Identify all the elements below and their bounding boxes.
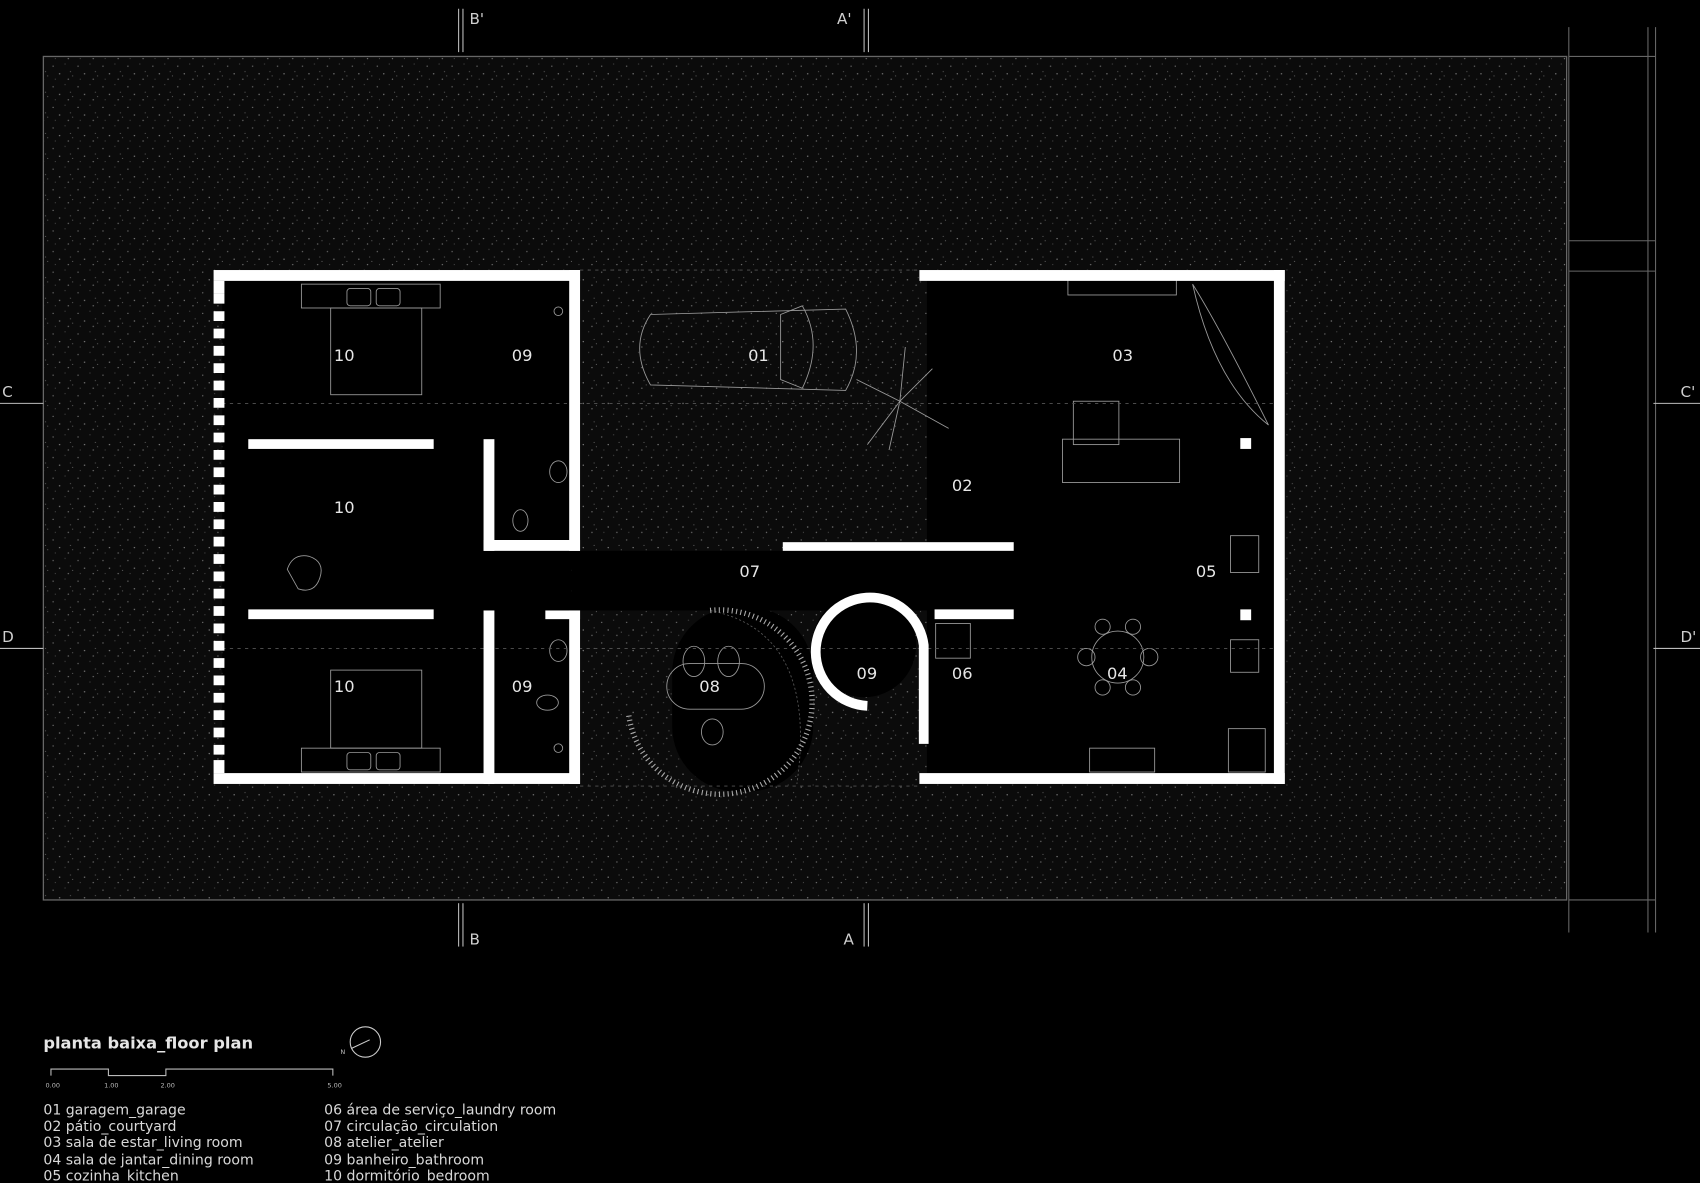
scale-tick-2: 2.00 bbox=[160, 1082, 174, 1090]
room-label-bath-bottom: 09 bbox=[512, 677, 533, 696]
section-label-b: B bbox=[469, 930, 479, 948]
legend-item: 03 sala de estar_living room bbox=[43, 1135, 242, 1151]
room-label-bed-top: 10 bbox=[334, 346, 355, 365]
adjacent-lot-lines bbox=[1568, 27, 1657, 933]
room-label-bath-top: 09 bbox=[512, 346, 533, 365]
section-label-c: C bbox=[2, 383, 13, 401]
plan-title: planta baixa_floor plan bbox=[43, 1033, 253, 1052]
guide-lines bbox=[222, 269, 1280, 787]
legend-item: 08 atelier_atelier bbox=[324, 1135, 444, 1151]
section-label-d: D bbox=[2, 628, 14, 646]
legend-right: 06 área de serviço_laundry room 07 circu… bbox=[324, 1103, 556, 1183]
room-label-bath-round: 09 bbox=[857, 664, 878, 683]
section-label-d-prime: D' bbox=[1680, 628, 1696, 646]
section-label-b-prime: B' bbox=[469, 10, 484, 28]
legend-item: 07 circulação_circulation bbox=[324, 1119, 498, 1135]
north-arrow-icon bbox=[349, 1026, 382, 1058]
north-label: N bbox=[340, 1048, 345, 1056]
room-label-bed-mid: 10 bbox=[334, 498, 355, 517]
scale-tick-0: 0.00 bbox=[46, 1082, 60, 1090]
section-label-c-prime: C' bbox=[1680, 383, 1695, 401]
scale-bar bbox=[50, 1068, 334, 1077]
curved-bathroom-wall bbox=[810, 592, 929, 744]
room-label-living: 03 bbox=[1112, 346, 1133, 365]
furniture-lines bbox=[286, 279, 1269, 773]
room-label-courtyard: 02 bbox=[952, 476, 973, 495]
room-label-kitchen: 05 bbox=[1196, 562, 1217, 581]
legend-item: 06 área de serviço_laundry room bbox=[324, 1103, 556, 1119]
legend-item: 05 cozinha_kitchen bbox=[43, 1169, 178, 1183]
legend-item: 01 garagem_garage bbox=[43, 1103, 185, 1119]
room-label-garage: 01 bbox=[748, 346, 769, 365]
legend-item: 09 banheiro_bathroom bbox=[324, 1152, 484, 1168]
legend-item: 10 dormitório_bedroom bbox=[324, 1169, 490, 1183]
section-label-a: A bbox=[843, 930, 854, 948]
room-label-circulation: 07 bbox=[739, 562, 760, 581]
legend-item: 02 pátio_courtyard bbox=[43, 1119, 176, 1135]
room-label-dining: 04 bbox=[1107, 664, 1128, 683]
north-arrow-pointer bbox=[351, 1039, 370, 1049]
interior-floors bbox=[222, 278, 1277, 792]
legend-item: 04 sala de jantar_dining room bbox=[43, 1152, 253, 1168]
room-label-bed-bottom: 10 bbox=[334, 677, 355, 696]
room-label-atelier: 08 bbox=[699, 677, 720, 696]
room-label-laundry: 06 bbox=[952, 664, 973, 683]
walls bbox=[213, 270, 1285, 784]
section-label-a-prime: A' bbox=[837, 10, 852, 28]
section-markers bbox=[0, 8, 1700, 947]
car-outline bbox=[639, 308, 857, 391]
legend-left: 01 garagem_garage 02 pátio_courtyard 03 … bbox=[43, 1103, 253, 1183]
scale-tick-5: 5.00 bbox=[327, 1082, 341, 1090]
scale-tick-1: 1.00 bbox=[104, 1082, 118, 1090]
louvered-wall bbox=[213, 280, 225, 774]
